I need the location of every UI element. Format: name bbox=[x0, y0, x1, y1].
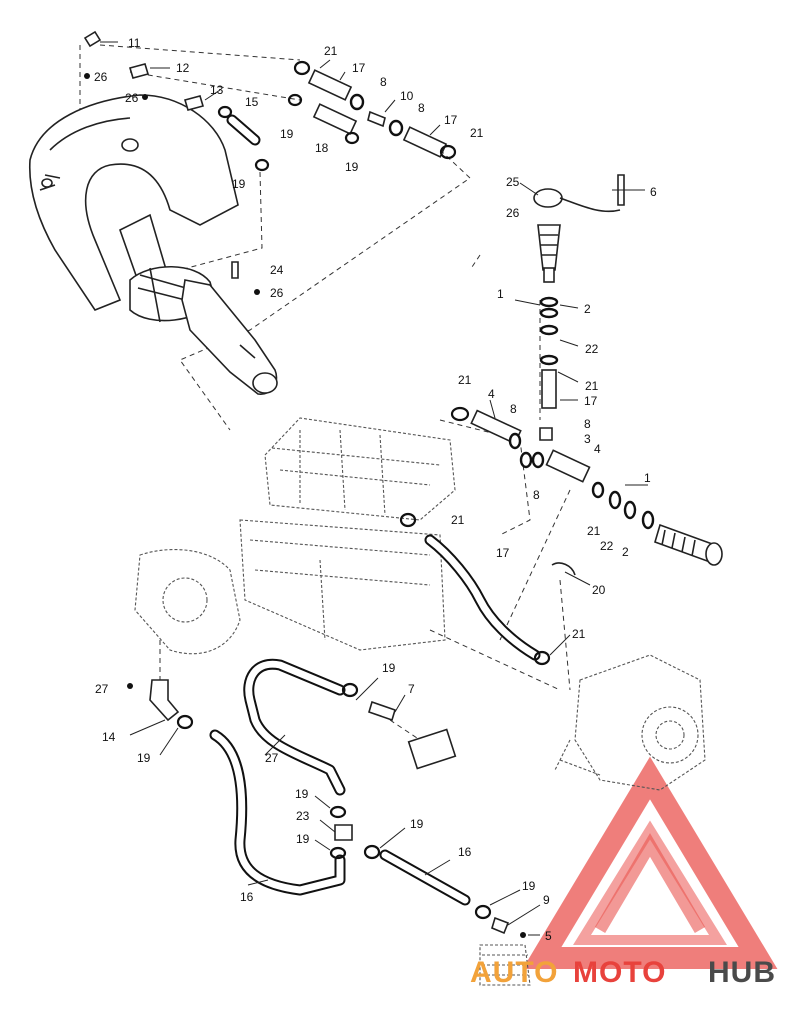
callout-19: 19 bbox=[522, 879, 536, 893]
callout-12: 12 bbox=[176, 61, 190, 75]
callout-1: 1 bbox=[644, 471, 651, 485]
callout-21: 21 bbox=[587, 524, 601, 538]
callout-15: 15 bbox=[245, 95, 259, 109]
callout-8: 8 bbox=[533, 488, 540, 502]
watermark-text: AUTO MOTO HUB bbox=[470, 956, 776, 989]
flush-assembly bbox=[399, 174, 723, 666]
callout-21: 21 bbox=[324, 44, 338, 58]
callout-20: 20 bbox=[592, 583, 606, 597]
upper-fittings bbox=[83, 30, 457, 295]
callout-8: 8 bbox=[380, 75, 387, 89]
callout-8: 8 bbox=[418, 101, 425, 115]
jet-pump-ghost bbox=[554, 654, 706, 791]
callout-16: 16 bbox=[458, 845, 472, 859]
callout-19: 19 bbox=[382, 661, 396, 675]
engine-block-ghost bbox=[134, 417, 456, 655]
callout-4: 4 bbox=[488, 387, 495, 401]
callout-19: 19 bbox=[232, 177, 246, 191]
watermark-logo bbox=[522, 756, 778, 969]
callout-27: 27 bbox=[265, 751, 279, 765]
callout-23: 23 bbox=[296, 809, 310, 823]
callout-4: 4 bbox=[594, 442, 601, 456]
callout-21: 21 bbox=[458, 373, 472, 387]
callout-22: 22 bbox=[585, 342, 599, 356]
callout-19: 19 bbox=[295, 787, 309, 801]
exhaust-pipe-assembly bbox=[28, 94, 278, 395]
callout-22: 22 bbox=[600, 539, 614, 553]
callout-19: 19 bbox=[296, 832, 310, 846]
routing-lines bbox=[79, 44, 571, 741]
callout-11: 11 bbox=[128, 36, 141, 50]
hoses bbox=[209, 114, 541, 906]
watermark-moto: MOTO bbox=[573, 956, 666, 989]
callout-13: 13 bbox=[210, 83, 224, 97]
callout-19: 19 bbox=[280, 127, 294, 141]
callout-25: 25 bbox=[506, 175, 520, 189]
callout-3: 3 bbox=[584, 432, 591, 446]
callout-9: 9 bbox=[543, 893, 550, 907]
callout-24: 24 bbox=[270, 263, 284, 277]
watermark-hub: HUB bbox=[708, 956, 776, 989]
callout-14: 14 bbox=[102, 730, 116, 744]
callout-19: 19 bbox=[137, 751, 151, 765]
callout-17: 17 bbox=[352, 61, 366, 75]
callout-27: 27 bbox=[95, 682, 109, 696]
callout-7: 7 bbox=[408, 682, 415, 696]
callout-1: 1 bbox=[497, 287, 504, 301]
callout-19: 19 bbox=[410, 817, 424, 831]
callout-5: 5 bbox=[545, 929, 552, 943]
watermark-auto: AUTO bbox=[470, 956, 558, 989]
callout-19: 19 bbox=[345, 160, 359, 174]
callout-21: 21 bbox=[470, 126, 484, 140]
callout-10: 10 bbox=[400, 89, 414, 103]
callout-8: 8 bbox=[510, 402, 517, 416]
callout-18: 18 bbox=[315, 141, 329, 155]
callout-17: 17 bbox=[584, 394, 598, 408]
callout-16: 16 bbox=[240, 890, 254, 904]
lower-fittings bbox=[127, 679, 531, 986]
callout-2: 2 bbox=[622, 545, 629, 559]
callout-2: 2 bbox=[584, 302, 591, 316]
callout-21: 21 bbox=[585, 379, 599, 393]
callout-21: 21 bbox=[451, 513, 465, 527]
callout-26: 26 bbox=[506, 206, 520, 220]
callout-17: 17 bbox=[496, 546, 510, 560]
callout-26: 26 bbox=[125, 91, 139, 105]
callout-8: 8 bbox=[584, 417, 591, 431]
callout-21: 21 bbox=[572, 627, 586, 641]
callout-17: 17 bbox=[444, 113, 458, 127]
leader-lines bbox=[100, 41, 648, 936]
callout-26: 26 bbox=[94, 70, 108, 84]
callout-labels: 11 26 12 26 13 15 19 19 21 17 8 10 8 17 … bbox=[94, 36, 657, 943]
callout-6: 6 bbox=[650, 185, 657, 199]
callout-26: 26 bbox=[270, 286, 284, 300]
